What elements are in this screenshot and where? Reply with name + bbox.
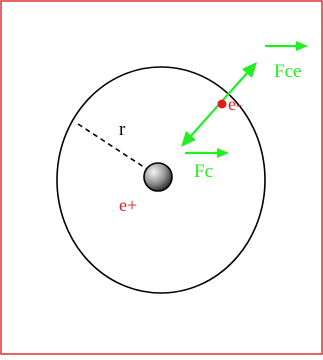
centripetal-force-arrow <box>185 148 229 158</box>
radius-line <box>77 123 154 174</box>
centrifugal-force-arrow <box>265 41 308 51</box>
electron-label: e- <box>228 94 242 114</box>
electron <box>217 99 227 109</box>
nucleus <box>143 162 173 192</box>
centrifugal-force-label: Fce <box>274 61 301 82</box>
centripetal-force-label: Fc <box>194 161 213 182</box>
radius-label: r <box>119 119 126 140</box>
nucleus-label: e+ <box>119 195 137 215</box>
electron-orbit <box>56 66 266 294</box>
